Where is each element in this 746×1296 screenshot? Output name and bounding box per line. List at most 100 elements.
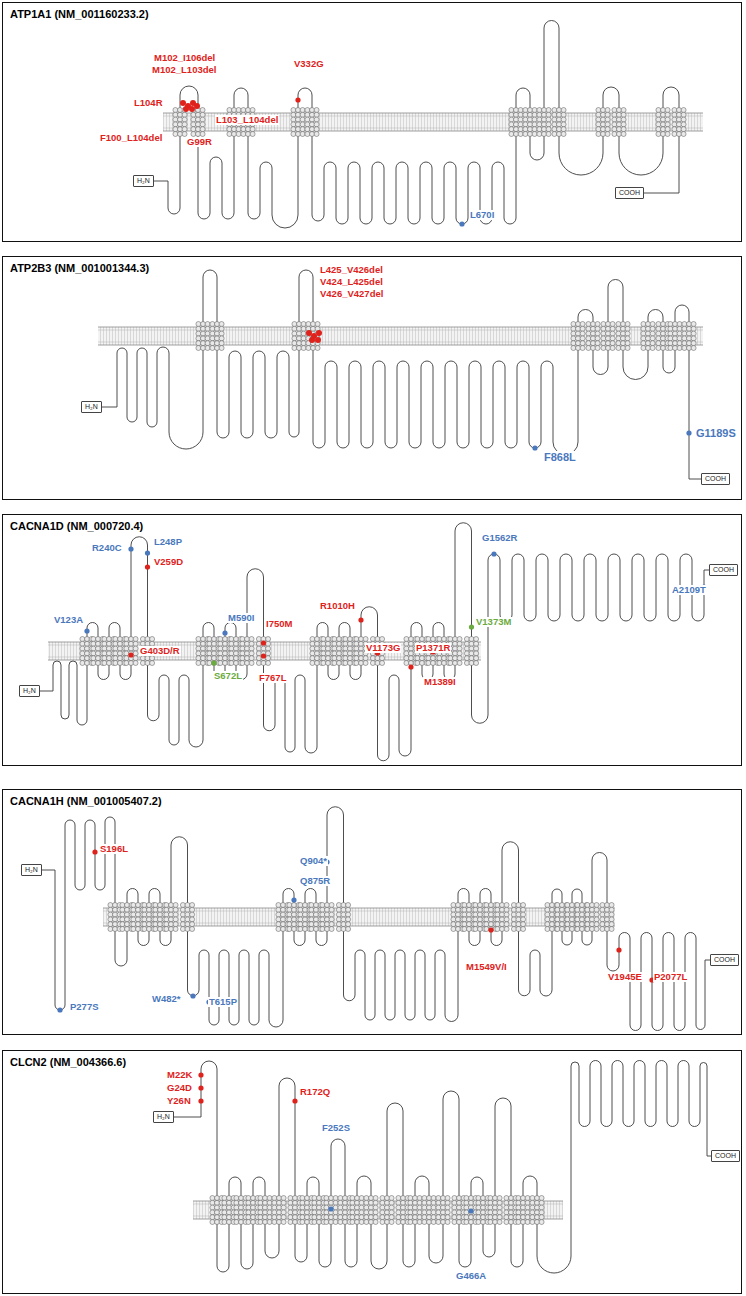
helix-residue (396, 1205, 401, 1210)
helix-residue (523, 108, 528, 113)
mutation-label: V426_V427del (319, 289, 384, 299)
helix-residue (310, 112, 315, 117)
helix-residue (495, 927, 500, 932)
helix-residue (518, 108, 523, 113)
helix-residue (509, 108, 514, 113)
helix-residue (234, 651, 239, 656)
helix-residue (201, 646, 206, 651)
helix-residue (246, 1215, 251, 1220)
helix-residue (417, 1196, 422, 1201)
helix-residue (570, 927, 575, 932)
helix-residue (585, 912, 590, 917)
helix-residue (682, 326, 687, 331)
helix-residue (293, 1196, 298, 1201)
helix-residue (665, 132, 670, 137)
helix-residue (431, 1220, 436, 1225)
helix-residue (457, 641, 462, 646)
helix-residue (478, 903, 483, 908)
helix-residue (348, 656, 353, 661)
helix-residue (554, 917, 559, 922)
helix-residue (249, 656, 254, 661)
helix-residue (509, 117, 514, 122)
helix-residue (229, 661, 234, 666)
variant-dot (180, 100, 186, 106)
terminus-tag: H₂N (19, 685, 40, 697)
helix-residue (314, 117, 319, 122)
helix-residue (350, 1196, 355, 1201)
helix-residue (215, 1220, 220, 1225)
helix-residue (281, 907, 286, 912)
helix-residue (601, 122, 606, 127)
helix-residue (298, 907, 303, 912)
helix-residue (380, 1220, 385, 1225)
helix-residue (321, 641, 326, 646)
helix-residue (661, 341, 666, 346)
helix-residue (338, 1205, 343, 1210)
helix-residue (396, 1196, 401, 1201)
helix-residue (457, 1196, 462, 1201)
helix-residue (682, 341, 687, 346)
helix-residue (113, 651, 118, 656)
helix-residue (464, 1200, 469, 1205)
helix-residue (329, 903, 334, 908)
helix-residue (590, 927, 595, 932)
helix-residue (190, 912, 195, 917)
helix-residue (451, 903, 456, 908)
helix-residue (422, 1205, 427, 1210)
helix-residue (401, 1205, 406, 1210)
helix-residue (600, 907, 605, 912)
helix-residue (605, 917, 610, 922)
helix-residue (207, 641, 212, 646)
helix-residue (329, 1196, 334, 1201)
helix-residue (312, 1210, 317, 1215)
helix-residue (584, 927, 589, 932)
helix-residue (415, 661, 420, 666)
helix-residue (595, 322, 600, 327)
helix-residue (552, 112, 557, 117)
helix-residue (677, 326, 682, 331)
helix-residue (687, 331, 692, 336)
helix-residue (436, 1215, 441, 1220)
helix-residue (546, 132, 551, 137)
helix-residue (222, 1205, 227, 1210)
helix-residue (561, 112, 566, 117)
helix-residue (389, 1205, 394, 1210)
helix-residue (245, 656, 250, 661)
helix-residue (201, 637, 206, 642)
helix-residue (232, 127, 237, 132)
helix-residue (301, 331, 306, 336)
transmembrane-helix (656, 322, 670, 351)
helix-residue (545, 917, 550, 922)
helix-residue (625, 341, 630, 346)
helix-residue (646, 331, 651, 336)
helix-residue (456, 912, 461, 917)
helix-residue (542, 108, 547, 113)
transmembrane-helix (668, 322, 682, 351)
helix-residue (336, 903, 341, 908)
helix-residue (336, 912, 341, 917)
helix-residue (537, 132, 542, 137)
mutation-label: T615P (208, 997, 238, 1007)
helix-residue (125, 907, 130, 912)
variant-dot (128, 652, 133, 657)
helix-residue (436, 1200, 441, 1205)
helix-residue (621, 326, 626, 331)
helix-residue (300, 108, 305, 113)
helix-residue (380, 637, 385, 642)
helix-residue (509, 1220, 514, 1225)
variant-dot (128, 546, 133, 551)
helix-residue (215, 1205, 220, 1210)
helix-residue (606, 336, 611, 341)
helix-residue (580, 903, 585, 908)
terminus-label: COOH (619, 189, 640, 197)
helix-residue (354, 637, 359, 642)
variant-dot (222, 630, 227, 635)
helix-residue (332, 661, 337, 666)
helix-residue (292, 903, 297, 908)
helix-residue (596, 122, 601, 127)
mutation-label: V1945E (607, 972, 643, 982)
helix-residue (348, 641, 353, 646)
helix-residue (229, 651, 234, 656)
helix-residue (107, 641, 112, 646)
helix-residue (350, 1200, 355, 1205)
